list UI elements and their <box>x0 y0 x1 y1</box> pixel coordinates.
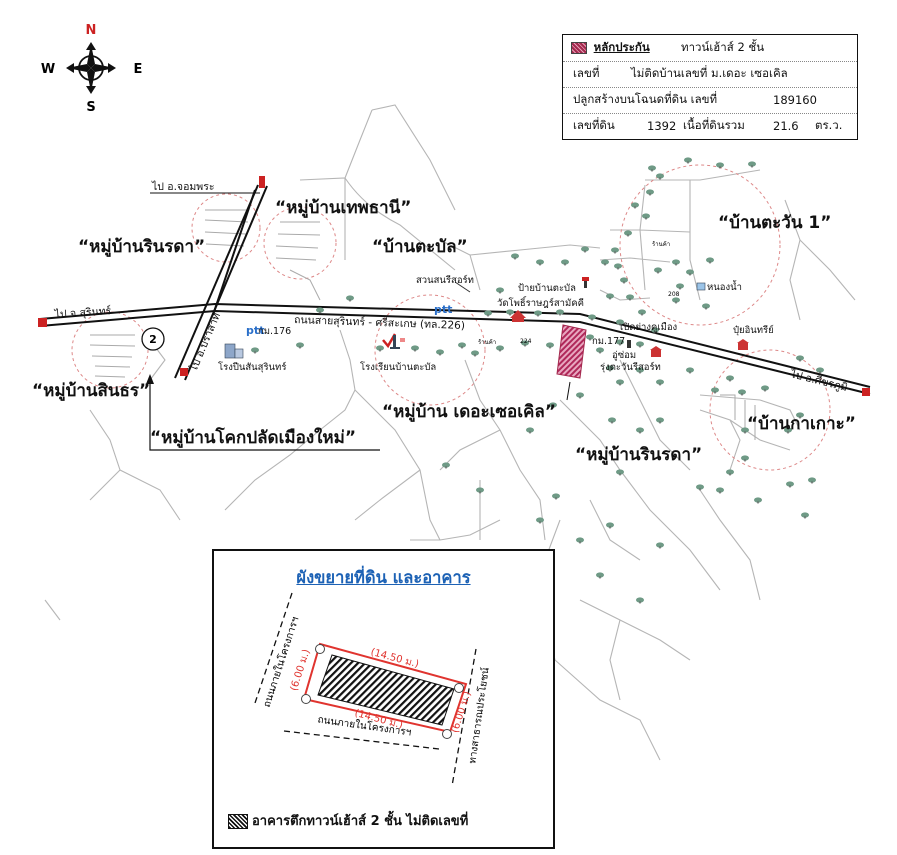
km176-label: กม.176 <box>258 326 291 337</box>
village-areas <box>71 164 831 471</box>
resort-label: รุ่งตะวันรีสอร์ท <box>600 361 661 373</box>
building-swatch <box>228 814 248 829</box>
legend-row-title: หลักประกัน ทาวน์เฮ้าส์ 2 ชั้น <box>563 35 857 62</box>
sign-tabal-label: ป้ายบ้านตะบัล <box>518 283 576 294</box>
fertilizer-icon <box>737 339 749 350</box>
ptt-icon-2: ptt <box>246 324 264 337</box>
to-jompra-label: ไป อ.จอมพระ <box>151 180 215 193</box>
village-tabal: “บ้านตะบัล” <box>372 237 468 257</box>
route-number-marker <box>141 327 165 351</box>
park-icon <box>454 281 471 293</box>
duck-label: เปิดย่างคูเมือง <box>620 322 677 333</box>
village-rinrada-west: “หมู่บ้านรินรดา” <box>78 237 205 258</box>
site-plan-inset: ผังขยายที่ดิน และอาคาร (14.50 ม.) (14.50… <box>212 549 555 849</box>
road-left-label: ถนนภายในโครงการฯ <box>260 615 302 709</box>
garage-icon <box>627 340 631 348</box>
legend-row-number: เลขที่ ไม่ติดบ้านเลขที่ ม.เดอะ เซอเคิล <box>563 61 857 88</box>
small-label-1: ร้านค้า <box>652 241 670 248</box>
ptt-icon-1: ptt <box>434 303 452 316</box>
duck-restaurant-icon <box>650 346 662 357</box>
village-streets <box>89 209 756 440</box>
village-thepthani: “หมู่บ้านเทพธานี” <box>275 197 411 219</box>
legend-title: หลักประกัน <box>593 40 650 54</box>
legend-deed-value: 189160 <box>773 93 817 107</box>
inset-title: ผังขยายที่ดิน และอาคาร <box>296 568 471 587</box>
rice-mill-icon <box>224 343 244 359</box>
secondary-highway <box>174 184 268 381</box>
arrow-head <box>146 374 154 384</box>
compass-north: N <box>86 23 97 38</box>
garage-label: อู่ซ่อม <box>612 350 636 361</box>
legend-land-no: 1392 <box>647 119 677 133</box>
compass-south: S <box>86 100 95 115</box>
village-sinthorn: “หมู่บ้านสินธร” <box>32 381 150 402</box>
dim-left-label: (6.00 ม.) <box>289 648 313 692</box>
temple-label: วัดโพธิ์ราษฎร์สามัคคี <box>497 295 584 309</box>
legend-number-label: เลขที่ <box>573 66 600 80</box>
collateral-swatch <box>571 41 587 54</box>
khokpladuk-pointer <box>149 380 380 451</box>
minor-roads <box>44 104 856 761</box>
main-highway <box>39 302 871 395</box>
inset-legend-text: อาคารตึกทาวน์เฮ้าส์ 2 ชั้น ไม่ติดเลขที่ <box>252 814 469 829</box>
main-road-label: ถนนสายสุรินทร์ - ศรีสะเกษ (ทล.226) <box>294 313 465 332</box>
small-label-2: 208 <box>668 291 680 298</box>
km177-label: กม.177 <box>592 336 625 347</box>
village-khokpladuk: “หมู่บ้านโคกปลัดเมืองใหม่” <box>150 427 356 449</box>
to-surin-label: ไป จ.สุรินทร์ <box>53 304 112 321</box>
legend-type: ทาวน์เฮ้าส์ 2 ชั้น <box>681 40 765 54</box>
compass-west: W <box>41 62 55 77</box>
compass-east: E <box>134 62 143 77</box>
inset-legend: อาคารตึกทาวน์เฮ้าส์ 2 ชั้น ไม่ติดเลขที่ <box>228 810 468 831</box>
temple-icon <box>510 310 526 322</box>
legend-row-deed: ปลูกสร้างบนโฉนดที่ดิน เลขที่ 189160 <box>563 87 857 114</box>
road-right-label: ทางสาธารณประโยชน์ <box>465 666 491 764</box>
small-label-3: ร้านค้า <box>478 339 496 346</box>
rice-mill-label: โรงปีนสันสุรินทร์ <box>218 361 286 373</box>
pond-label: หนองน้ำ <box>707 280 742 293</box>
legend-area-value: 21.6 <box>773 119 799 133</box>
fertilizer-label: ปุ๋ยอินทรีย์ <box>733 324 774 336</box>
site-plan-drawing: (14.50 ม.) (14.50 ม.) (6.00 ม.) (6.00 ม.… <box>253 592 492 787</box>
pond-icon <box>696 282 706 291</box>
legend-land-label: เลขที่ดิน <box>573 118 615 132</box>
legend-deed-label: ปลูกสร้างบนโฉนดที่ดิน เลขที่ <box>573 92 718 106</box>
school-icon <box>382 333 405 349</box>
dim-right-label: (6.00 ม.) <box>450 690 474 734</box>
sign-icon <box>582 277 589 288</box>
legend-row-land: เลขที่ดิน 1392 เนื้อที่ดินรวม 21.6 ตร.ว. <box>563 113 857 139</box>
subject-arrow <box>566 381 571 401</box>
route-number: 2 <box>149 333 157 346</box>
village-kakao: “บ้านกาเกาะ” <box>747 414 856 434</box>
subject-property <box>556 324 587 379</box>
dim-top-label: (14.50 ม.) <box>369 647 420 670</box>
village-the-circle: “หมู่บ้าน เดอะเซอเคิล” <box>382 402 556 423</box>
school-label: โรงเรียนบ้านตะบัล <box>360 361 436 373</box>
collateral-legend: หลักประกัน ทาวน์เฮ้าส์ 2 ชั้น เลขที่ ไม่… <box>562 34 858 140</box>
road-markers <box>38 176 870 396</box>
village-tawan: “บ้านตะวัน 1” <box>718 213 831 233</box>
park-label: สวนสนรีสอร์ท <box>416 274 474 286</box>
legend-area-unit: ตร.ว. <box>815 118 843 132</box>
legend-number-value: ไม่ติดบ้านเลขที่ ม.เดอะ เซอเคิล <box>631 66 788 80</box>
small-label-4: 224 <box>520 338 532 345</box>
village-rinrada-east: “หมู่บ้านรินรดา” <box>575 445 702 466</box>
compass-icon <box>66 42 116 94</box>
legend-area-label: เนื้อที่ดินรวม <box>683 118 745 132</box>
